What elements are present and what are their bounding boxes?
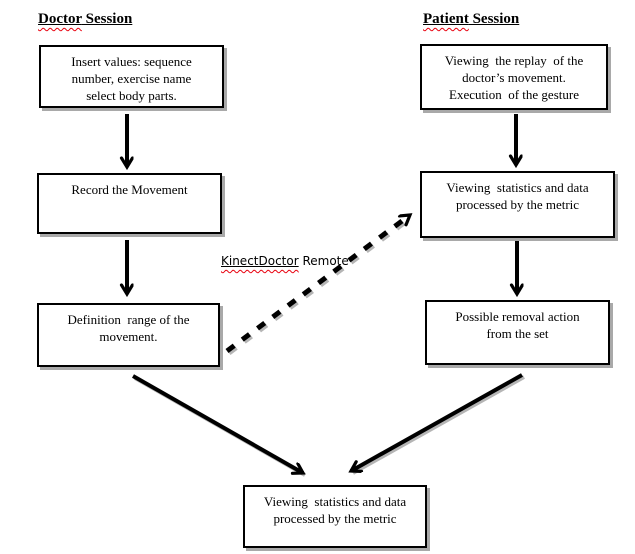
patient-heading-rest: Session <box>468 11 520 27</box>
patient-heading-word: Patient <box>423 11 469 27</box>
box-definition-range: Definition range of the movement. <box>37 303 220 367</box>
doctor-heading-word: Doctor <box>38 11 82 27</box>
arrow-definition-to-final <box>132 374 303 473</box>
doctor-session-heading: Doctor Session <box>38 10 132 29</box>
doctor-heading-rest: Session <box>81 11 133 27</box>
arrow-shadow <box>134 376 306 477</box>
kinectdoctor-label-rest: Remote <box>298 254 349 268</box>
arrow-shadow <box>227 214 414 356</box>
kinectdoctor-remote-label: KinectDoctor Remote <box>221 253 349 269</box>
box-record-movement: Record the Movement <box>37 173 222 234</box>
kinectdoctor-label-word: KinectDoctor <box>221 254 299 268</box>
dashed-arrow-kinectdoctor-remote <box>225 212 410 354</box>
box-insert-values: Insert values: sequence number, exercise… <box>39 45 224 108</box>
box-viewing-replay: Viewing the replay of the doctor’s movem… <box>420 44 608 110</box>
box-viewing-statistics-final: Viewing statistics and data processed by… <box>243 485 427 548</box>
box-viewing-statistics-patient: Viewing statistics and data processed by… <box>420 171 615 238</box>
box-possible-removal: Possible removal action from the set <box>425 300 610 365</box>
arrow-shadow <box>352 375 525 475</box>
patient-session-heading: Patient Session <box>423 10 519 29</box>
arrow-removal-to-final <box>351 373 523 471</box>
